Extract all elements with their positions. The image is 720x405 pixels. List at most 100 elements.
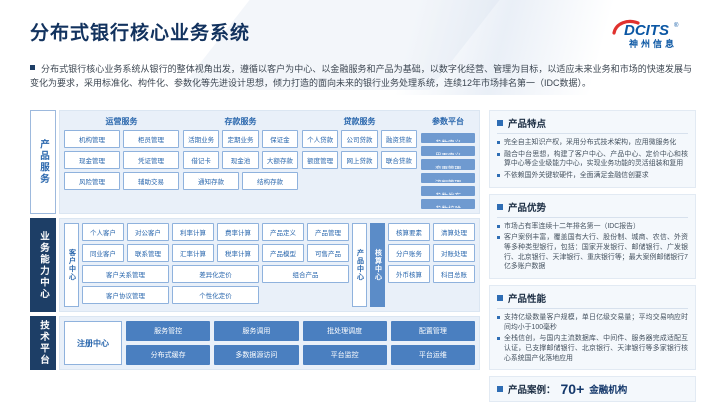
diagram-box: 分布式缓存 [126,345,211,365]
diagram-box: 机构管理 [64,130,120,148]
customer-grid: 个人客户 对公客户 同业客户 联系管理 客户关系管理 客户协议管理 [82,223,169,307]
business-capability-band: 客户中心 个人客户 对公客户 同业客户 联系管理 客户关系管理 客户协议管理 利… [59,218,480,312]
diagram-box: 结构存款 [241,172,298,190]
list-item: 市场占有率连续十二年排名第一（IDC报告） [497,222,688,232]
diagram-box: 对账处理 [433,244,475,262]
diagram-box: 可售产品 [307,244,349,262]
diagram-box: 批处理调度 [302,321,387,341]
pricing-grid: 利率计算 费率计算 汇率计算 税率计算 差异化定价 个性化定价 [172,223,259,307]
item-text: 市场占有率连续十二年排名第一（IDC报告） [504,222,640,230]
item-text: 完全自主知识产权，采用分布式技术架构，应用微服务化 [504,139,677,146]
card-title: 产品特点 [508,119,547,130]
diagram-box: 通知存款 [183,172,239,190]
diagram-box: 界面定义 [421,146,475,157]
cases-highlight: 70+ [560,381,585,398]
row-label-tech-platform: 技术平台 [30,316,56,370]
dot-bullet-icon [497,315,500,319]
diagram-box: 现金池 [222,151,259,169]
vertical-label-text: 核算中心 [374,249,382,281]
card-header: 产品性能 [497,291,688,305]
product-center-label: 产品中心 [352,223,367,307]
group-title: 运营服务 [105,117,138,126]
diagram-box: 凭证管理 [123,151,179,169]
diagram-box: 借记卡 [183,151,220,169]
loans-grid: 个人贷款 公司贷款 融资贷款 额度管理 网上贷款 联合贷款 [302,130,417,169]
loans-group: 贷款服务 个人贷款 公司贷款 融资贷款 额度管理 网上贷款 联合贷款 [302,115,417,209]
diagram-box: 费率计算 [217,223,259,241]
cases-bar: 产品案例： 70+ 金融机构 [489,376,696,403]
diagram-box: 定期业务 [222,130,259,148]
features-card: 产品特点 完全自主知识产权，采用分布式技术架构，应用微服务化 融合中台思想，构建… [489,110,696,188]
item-text: 支持亿级数量客户规模，单日亿级交易量；平均交易响应时间均小于100毫秒 [504,313,688,331]
diagram-box: 平台运维 [390,345,475,365]
tech-platform-band: 注册中心 服务管控 服务调用 批处理调度 配置管理 分布式缓存 多数据源访问 平… [59,316,480,370]
performance-card: 产品性能 支持亿级数量客户规模，单日亿级交易量；平均交易响应时间均小于100毫秒… [489,284,696,371]
diagram-box: 网上贷款 [341,151,378,169]
diagram-box: 科目总账 [433,265,475,283]
group-title: 贷款服务 [343,117,376,126]
intro-paragraph: 分布式银行核心业务系统从银行的整体视角出发，遵循以客户为中心、以金融服务和产品为… [30,62,692,91]
product-grid: 产品定义 产品管理 产品模型 可售产品 组合产品 [262,223,349,307]
row-label-business-center: 业务能力中心 [30,218,56,312]
square-bullet-icon [497,120,503,126]
diagram-box: 核算要素 [388,223,430,241]
cases-suffix: 金融机构 [589,385,628,397]
diagram-box: 产品模型 [262,244,304,262]
diagram-box: 同业客户 [82,244,124,262]
dcits-logo: DCITS ® 神州信息 [612,19,679,49]
diagram-box: 活期业务 [183,130,220,148]
diagram-box: 平台监控 [302,345,387,365]
diagram-box: 柜员管理 [123,130,179,148]
param-platform-column: 参数平台 参数定义 界面定义 变更管理 流程管理 参数发布 参数校验 [421,115,475,210]
vertical-label-text: 产品中心 [356,249,364,281]
diagram-box: 多数据源访问 [214,345,299,365]
diagram-box: 差异化定价 [172,265,259,283]
dot-bullet-icon [497,337,500,341]
page-title: 分布式银行核心业务系统 [30,23,251,44]
diagram-box: 客户协议管理 [82,286,169,304]
list-item: 融合中台思想，构建了客户中心、产品中心、定价中心和核算中心等企业级能力中心，实现… [497,150,688,169]
card-title: 产品性能 [508,293,547,305]
diagram-box: 配置管理 [390,321,475,341]
diagram-box: 参数发布 [421,185,475,196]
item-text: 不依赖国外关键软硬件，全面满足金融信创要求 [504,171,649,179]
tech-grid: 服务管控 服务调用 批处理调度 配置管理 分布式缓存 多数据源访问 平台监控 平… [126,321,475,365]
logo-swoosh-icon [612,19,640,35]
diagram-box: 外币核算 [388,265,430,283]
vertical-label-text: 客户中心 [68,249,76,281]
list-item: 客户案例丰富，覆盖国有大行、股份制、城商、农信、外资等多种类型银行，包括：国家开… [497,233,688,272]
logo-company: 神州信息 [629,38,677,49]
diagram-box: 现金管理 [64,151,120,169]
header: 分布式银行核心业务系统 DCITS ® 神州信息 [30,18,698,50]
row-label-text: 业务能力中心 [38,230,49,300]
divider [497,216,688,218]
logo-reg-mark: ® [674,22,679,29]
diagram-box: 个人客户 [82,223,124,241]
business-capability-row: 业务能力中心 客户中心 个人客户 对公客户 同业客户 联系管理 客户关系管理 客… [30,218,480,312]
diagram-box: 服务调用 [214,321,299,341]
diagram-box: 产品定义 [262,223,304,241]
advantages-card: 产品优势 市场占有率连续十二年排名第一（IDC报告） 客户案例丰富，覆盖国有大行… [489,193,696,279]
diagram-box: 组合产品 [262,265,349,283]
intro-text: 分布式银行核心业务系统从银行的整体视角出发，遵循以客户为中心、以金融服务和产品为… [30,64,692,89]
product-services-band: 运营服务 机构管理 柜员管理 现金管理 凭证管理 风险管理 辅助交易 存款服务 [59,110,480,214]
divider [497,307,688,309]
row-label-text: 产品服务 [38,139,49,185]
deposits-group: 存款服务 活期业务 定期业务 保证金 借记卡 现金池 大额存款 通知存款 结构存… [183,115,298,209]
diagram-box: 大额存款 [261,151,298,169]
square-bullet-icon [497,294,503,301]
diagram-box: 融资贷款 [380,130,417,148]
diagram-box: 流程管理 [421,172,475,183]
group-title: 参数平台 [432,117,464,126]
diagram-box: 对公客户 [127,223,169,241]
card-header: 产品优势 [497,200,688,214]
list-item: 完全自主知识产权，采用分布式技术架构，应用微服务化 [497,138,688,148]
product-services-row: 产品服务 运营服务 机构管理 柜员管理 现金管理 凭证管理 风险管理 辅助交易 [30,110,480,214]
dot-bullet-icon [497,152,500,156]
content: 产品服务 运营服务 机构管理 柜员管理 现金管理 凭证管理 风险管理 辅助交易 [30,110,696,403]
square-bullet-icon [497,203,503,210]
dot-bullet-icon [497,236,500,240]
diagram-box: 利率计算 [172,223,214,241]
diagram-box: 额度管理 [302,151,339,169]
